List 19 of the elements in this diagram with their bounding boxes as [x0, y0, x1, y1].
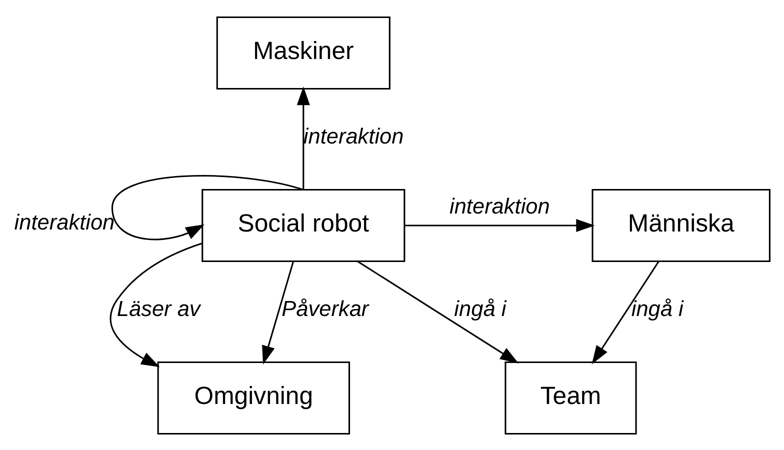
- edge-label: ingå i: [631, 295, 684, 320]
- node-box: Team: [504, 361, 637, 434]
- edge-label: Påverkar: [282, 295, 369, 320]
- edge-label: ingå i: [454, 295, 506, 320]
- node-box: Maskiner: [216, 16, 390, 89]
- node-box: Människa: [592, 188, 770, 262]
- arrow: [404, 218, 595, 232]
- arrow: [296, 86, 310, 190]
- node-box: Omgivning: [157, 361, 350, 434]
- arrow: [262, 260, 294, 364]
- arrow: [111, 174, 304, 240]
- node-box: Social robot: [202, 188, 406, 262]
- edge-label: Läser av: [116, 295, 200, 320]
- edge-label: interaktion: [450, 192, 550, 218]
- arrow: [110, 242, 203, 367]
- arrow: [357, 260, 519, 364]
- arrow: [592, 260, 660, 364]
- edge-label: interaktion: [14, 209, 115, 234]
- edge-label: interaktion: [303, 122, 404, 148]
